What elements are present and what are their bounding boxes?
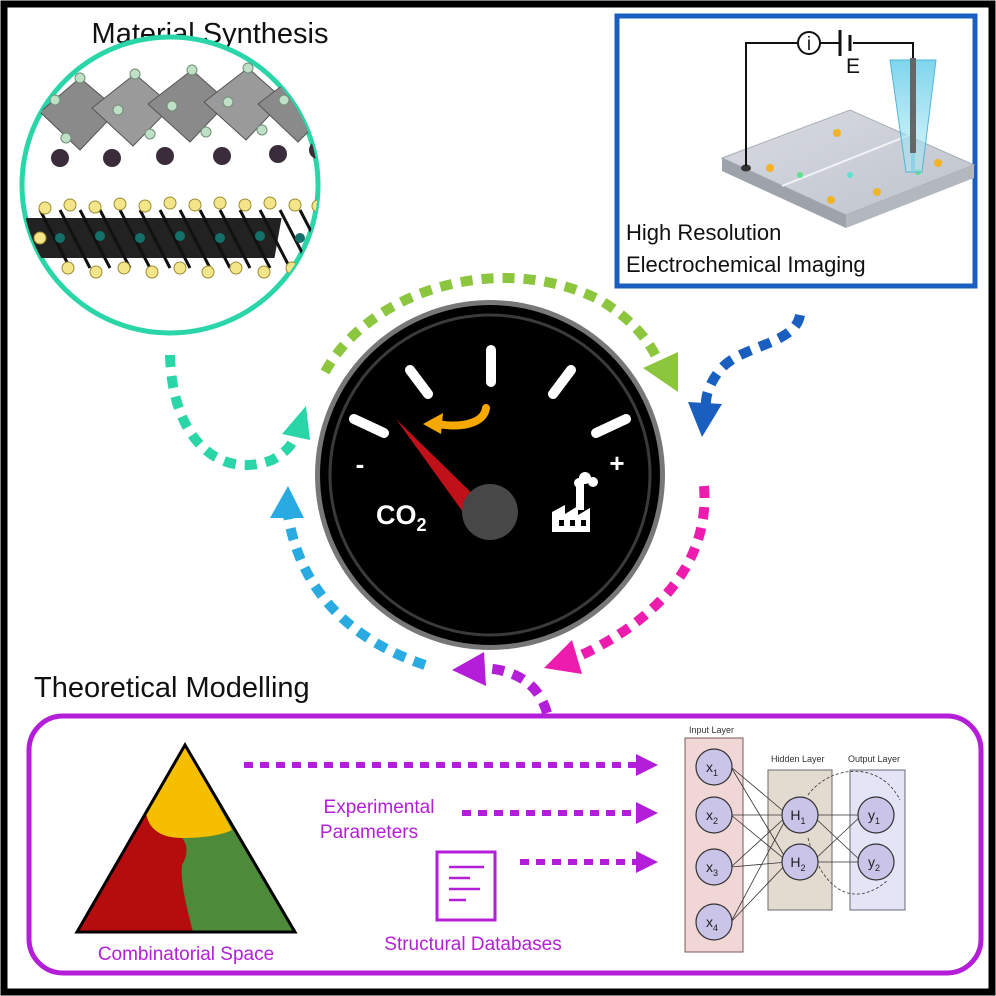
input-arrows — [244, 762, 638, 865]
gauge-arrowhead — [423, 413, 443, 434]
cycle-arrowheads — [270, 352, 722, 686]
arrow-cyan — [283, 514, 427, 670]
pipette-tip — [889, 58, 937, 173]
input-node-label: x1 — [706, 759, 718, 778]
hidden-node — [781, 843, 819, 881]
input-node-label: x3 — [706, 859, 718, 878]
output-nodes — [857, 796, 895, 881]
arrowhead-cyan — [270, 486, 304, 518]
ammeter-icon — [797, 31, 821, 55]
cation-atoms — [51, 141, 318, 167]
input-arrowheads — [636, 754, 658, 873]
hidden-node — [781, 796, 819, 834]
input-node — [695, 796, 733, 834]
output-layer-label: Output Layer — [848, 754, 900, 764]
co2-gauge: - + CO2 — [315, 300, 665, 650]
arrow-green — [320, 273, 665, 375]
output-node — [857, 843, 895, 881]
arrow-blue — [700, 313, 805, 409]
surface-particles — [741, 129, 942, 204]
hidden-node-label: H2 — [790, 854, 805, 873]
theoretical-modelling-title: Theoretical Modelling — [34, 672, 310, 704]
arrow-teal — [165, 354, 301, 470]
substrate-side — [846, 165, 974, 228]
document-icon — [435, 850, 497, 922]
imaging-panel: i E High Resolution Electrochemical Imag… — [614, 13, 978, 289]
gauge-ticks — [349, 345, 631, 438]
imaging-title-line1: High Resolution — [626, 220, 781, 245]
input-node-label: x2 — [706, 807, 718, 826]
experimental-label-line2: Parameters — [320, 822, 418, 843]
layered-material — [22, 196, 318, 279]
arrow-purple — [477, 663, 552, 715]
arrowhead-blue — [688, 402, 722, 437]
combinatorial-label: Combinatorial Space — [98, 944, 274, 965]
imaging-title-line2: Electrochemical Imaging — [626, 252, 866, 277]
combinatorial-triangle — [74, 742, 298, 934]
arrowhead-purple — [452, 652, 486, 686]
input-node — [695, 848, 733, 886]
substrate-front — [722, 158, 846, 228]
arrowhead-magenta — [544, 640, 582, 674]
input-node-label: x4 — [706, 914, 718, 933]
input-nodes — [695, 748, 733, 941]
gauge-co2-label: CO2 — [376, 500, 427, 535]
experimental-label-line1: Experimental — [324, 797, 435, 818]
hidden-layer-box — [767, 769, 833, 911]
neural-network: Input Layer Hidden Layer Output Layer — [684, 725, 906, 953]
output-node-label: y2 — [868, 854, 880, 873]
material-synthesis-panel: Material Synthesis — [19, 18, 328, 336]
arrowhead-teal — [282, 406, 310, 440]
output-layer-box — [849, 769, 906, 911]
hidden-layer-label: Hidden Layer — [771, 754, 825, 764]
material-ellipse — [19, 34, 321, 336]
circuit — [745, 30, 914, 166]
cycle-arrows — [165, 273, 805, 715]
gauge-face — [328, 313, 652, 637]
hidden-node-label: H1 — [790, 807, 805, 826]
input-node — [695, 903, 733, 941]
current-label: i — [807, 34, 811, 55]
structural-databases-label: Structural Databases — [384, 934, 561, 955]
input-layer-label: Input Layer — [689, 725, 734, 735]
arrowhead-green — [643, 352, 678, 392]
gauge-minus-label: - — [356, 449, 365, 479]
network-connections — [730, 766, 901, 923]
hidden-nodes — [781, 796, 819, 881]
factory-icon — [552, 472, 598, 532]
theoretical-modelling-panel: Theoretical Modelling Combinatorial Spac… — [26, 672, 984, 976]
input-node — [695, 748, 733, 786]
output-node — [857, 796, 895, 834]
gauge-hub — [462, 484, 518, 540]
gauge-direction-arrow — [434, 404, 490, 430]
gauge-plus-label: + — [609, 448, 624, 478]
potential-label: E — [846, 55, 860, 78]
arrow-magenta — [572, 485, 710, 663]
output-node-label: y1 — [868, 807, 880, 826]
